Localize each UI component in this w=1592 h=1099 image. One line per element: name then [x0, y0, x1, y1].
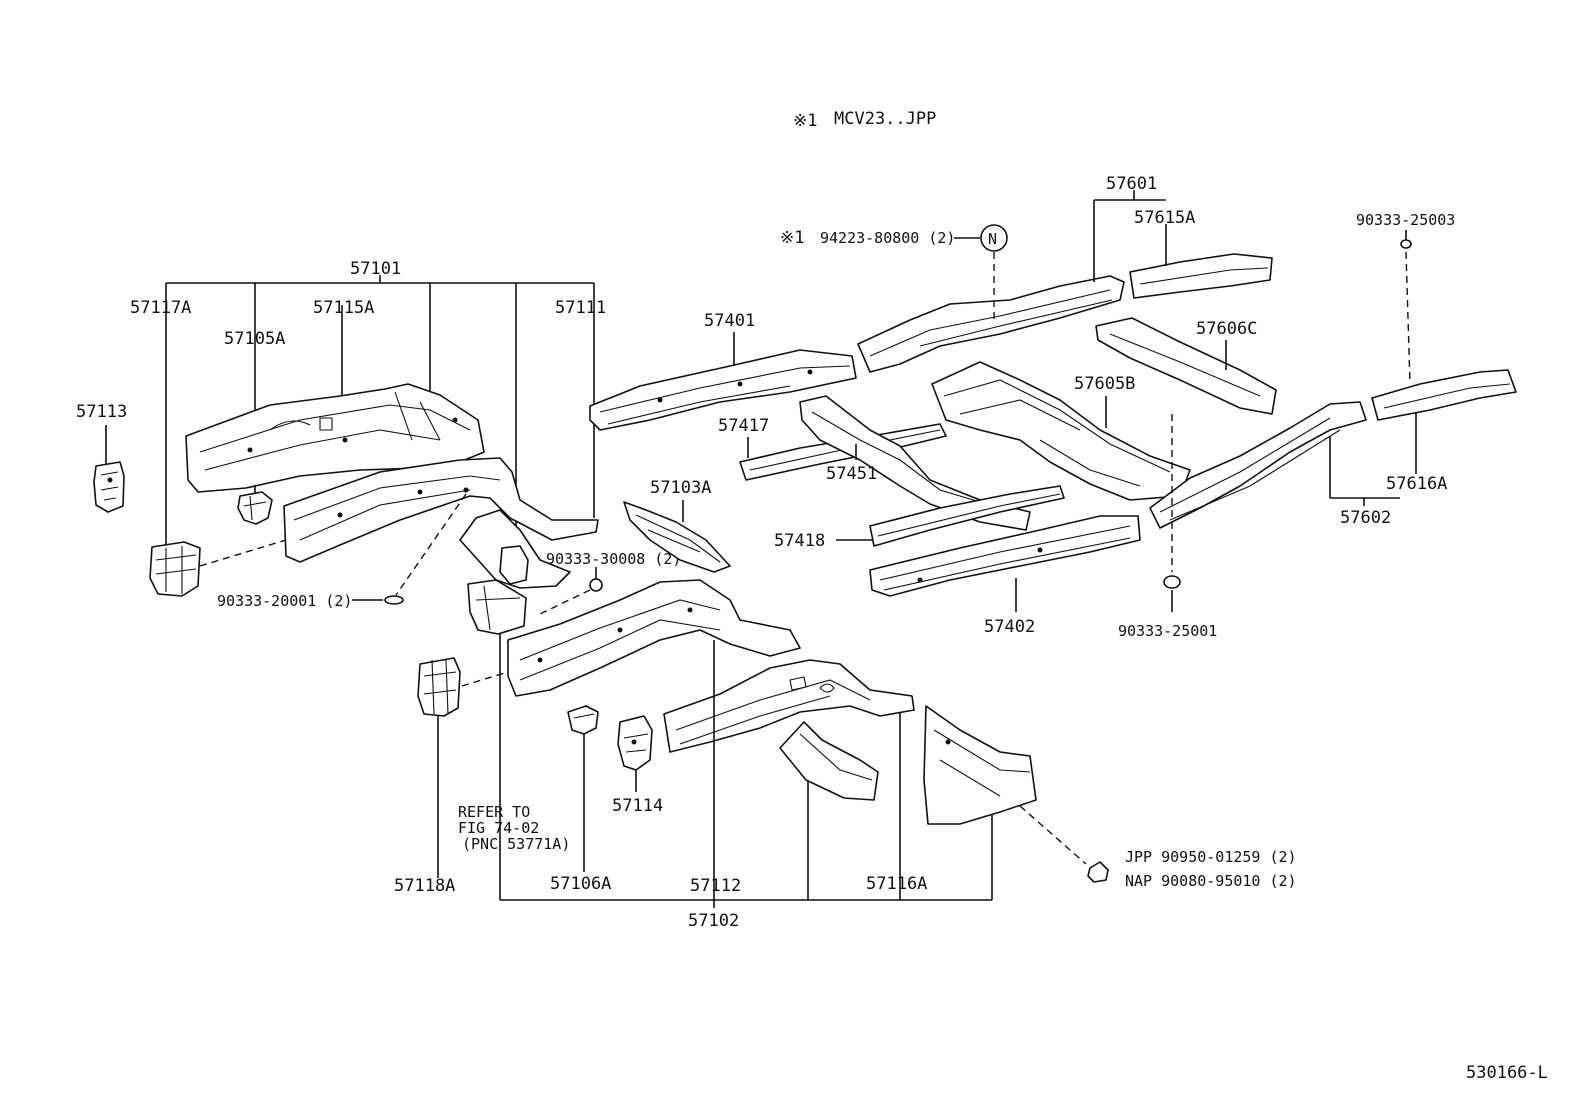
label-57113: 57113	[76, 402, 127, 422]
label-94223-80800: 94223-80800 (2)	[820, 229, 955, 247]
label-57116A: 57116A	[866, 874, 927, 894]
label-57117A: 57117A	[130, 298, 191, 318]
label-57417: 57417	[718, 416, 769, 436]
label-90333-30008: 90333-30008 (2)	[546, 550, 681, 568]
part-57418	[869, 485, 1065, 547]
part-57116A	[663, 659, 915, 753]
label-57606C: 57606C	[1196, 319, 1257, 339]
part-57616A	[1371, 369, 1517, 421]
part-wheelhouse-lower	[779, 721, 879, 801]
label-57402: 57402	[984, 617, 1035, 637]
group-57101-leaders	[165, 275, 595, 553]
part-bracket-upper	[467, 579, 527, 635]
note-text: MCV23..JPP	[834, 109, 936, 129]
group-57601-leaders	[1093, 190, 1167, 282]
label-57418: 57418	[774, 531, 825, 551]
part-57117A	[149, 541, 201, 597]
part-57103A	[623, 501, 731, 573]
bolt-90333-25001	[1163, 575, 1181, 589]
part-57106A	[567, 705, 599, 735]
part-57118A	[417, 657, 461, 717]
refer-line2: FIG 74-02	[458, 819, 539, 837]
refer-line3: (PNC 53771A)	[462, 835, 570, 853]
part-57605B	[931, 361, 1191, 501]
part-57105A	[237, 491, 273, 525]
part-57402	[869, 515, 1141, 597]
nut-n-circle	[980, 224, 1008, 252]
part-57606C	[1095, 317, 1277, 415]
part-57601	[857, 275, 1125, 373]
label-57106A: 57106A	[550, 874, 611, 894]
part-57451	[799, 395, 1031, 531]
label-57601: 57601	[1106, 174, 1157, 194]
part-bracket-lower-right	[923, 705, 1037, 825]
part-57113	[93, 461, 125, 513]
part-57602	[1149, 401, 1367, 529]
label-57605B: 57605B	[1074, 374, 1135, 394]
label-jpp: JPP 90950-01259 (2)	[1125, 848, 1297, 866]
bolt-90333-20001	[384, 595, 404, 605]
group-57602-leaders	[1329, 436, 1400, 506]
refer-line1: REFER TO	[458, 803, 530, 821]
part-57112	[507, 579, 801, 697]
bolt-90333-25003	[1400, 239, 1412, 249]
label-57111: 57111	[555, 298, 606, 318]
label-57115A: 57115A	[313, 298, 374, 318]
part-57615A	[1129, 253, 1273, 299]
label-57616A: 57616A	[1386, 474, 1447, 494]
label-57102: 57102	[688, 911, 739, 931]
label-57615A: 57615A	[1134, 208, 1195, 228]
label-57105A: 57105A	[224, 329, 285, 349]
label-57401: 57401	[704, 311, 755, 331]
label-90333-25001: 90333-25001	[1118, 622, 1217, 640]
bolt-90333-30008	[589, 578, 603, 592]
clip-jpp-nap	[1087, 861, 1109, 883]
label-n: N	[988, 230, 997, 248]
part-57111	[283, 457, 599, 563]
part-mount-cup	[499, 545, 529, 585]
diagram-id: 530166-L	[1466, 1063, 1548, 1083]
label-90333-25003: 90333-25003	[1356, 211, 1455, 229]
group-57102-leaders	[437, 634, 993, 908]
label-90333-20001: 90333-20001 (2)	[217, 592, 352, 610]
label-57103A: 57103A	[650, 478, 711, 498]
label-57112: 57112	[690, 876, 741, 896]
label-57602: 57602	[1340, 508, 1391, 528]
note-marker: ※1	[793, 111, 817, 131]
label-57101: 57101	[350, 259, 401, 279]
label-nap: NAP 90080-95010 (2)	[1125, 872, 1297, 890]
label-57118A: 57118A	[394, 876, 455, 896]
label-57114: 57114	[612, 796, 663, 816]
marker-94223: ※1	[780, 228, 804, 248]
label-57451: 57451	[826, 464, 877, 484]
